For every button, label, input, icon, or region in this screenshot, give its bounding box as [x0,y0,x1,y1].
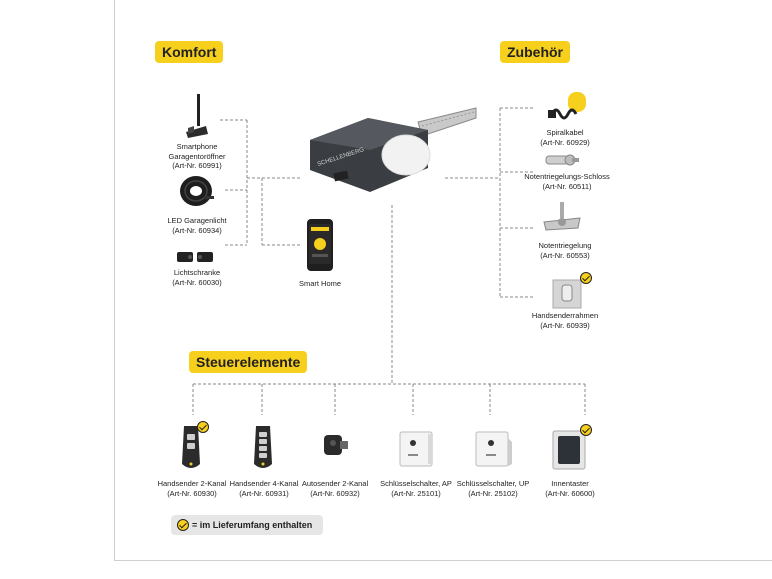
section-label-steuerelemente: Steuerelemente [189,351,308,373]
zubehoer-caption-3: Notentriegelung (Art-Nr. 60553) [530,241,600,260]
zubehoer-caption-2: Notentriegelungs-Schloss (Art-Nr. 60511) [520,172,614,191]
section-label-komfort: Komfort [155,41,224,63]
lock-cylinder-icon [545,154,579,166]
garage-door-opener-icon: SCHELLENBERG [310,107,477,192]
steuer-name-3: Autosender 2-Kanal [301,479,369,488]
remote-2-channel-icon [182,426,200,468]
steuer-caption-1: Handsender 2-Kanal (Art-Nr. 60930) [150,479,234,498]
led-strip-roll-icon [180,176,214,206]
steuer-art-1: (Art-Nr. 60930) [167,488,217,498]
steuer-art-4: (Art-Nr. 25101) [391,488,441,498]
wall-button-icon [552,430,586,470]
smart-home-label: Smart Home [298,279,342,288]
frame-left-border [114,0,115,561]
zubehoer-art-3: (Art-Nr. 60553) [540,250,590,260]
steuer-caption-3: Autosender 2-Kanal (Art-Nr. 60932) [293,479,377,498]
zubehoer-art-4: (Art-Nr. 60939) [540,320,590,330]
komfort-caption-3: Lichtschranke (Art-Nr. 60030) [162,268,232,287]
steuer-caption-6: Innentaster (Art-Nr. 60600) [530,479,610,498]
smartphone-app-icon [307,219,333,271]
zubehoer-art-2: (Art-Nr. 60511) [542,181,592,191]
zubehoer-caption-4: Handsenderrahmen (Art-Nr. 60939) [525,311,605,330]
included-check-icon [580,424,592,436]
emergency-release-icon [543,202,581,231]
included-check-icon [580,272,592,284]
steuer-name-6: Innentaster [551,479,589,488]
remote-holder-icon [552,279,582,309]
section-label-zubehoer: Zubehör [500,41,570,63]
steuer-name-1: Handsender 2-Kanal [157,479,227,488]
legend-box: = im Lieferumfang enthalten [171,515,323,535]
zubehoer-name-4: Handsenderrahmen [531,311,599,320]
komfort-caption-1: Smartphone Garagentoröffner (Art-Nr. 609… [162,142,232,171]
zubehoer-name-1: Spiralkabel [546,128,584,137]
check-icon [177,519,189,531]
frame-bottom-border [114,560,772,561]
komfort-caption-2: LED Garagenlicht (Art-Nr. 60934) [162,216,232,235]
remote-4-channel-icon [254,426,272,468]
komfort-name-1b: Garagentoröffner [168,151,226,161]
steuer-name-2: Handsender 4-Kanal [229,479,299,488]
steuer-caption-5: Schlüsselschalter, UP (Art-Nr. 25102) [450,479,536,498]
legend-text: = im Lieferumfang enthalten [192,520,313,530]
spiral-cable-icon [548,92,586,120]
komfort-name-2: LED Garagenlicht [167,216,227,225]
wifi-antenna-icon [186,94,208,138]
steuer-art-3: (Art-Nr. 60932) [310,488,360,498]
komfort-name-1a: Smartphone [176,142,218,151]
key-switch-surface-icon [399,431,433,467]
komfort-name-3: Lichtschranke [173,268,221,277]
steuer-name-5: Schlüsselschalter, UP [456,479,530,488]
steuer-caption-2: Handsender 4-Kanal (Art-Nr. 60931) [222,479,306,498]
steuer-caption-4: Schlüsselschalter, AP (Art-Nr. 25101) [373,479,459,498]
zubehoer-name-3: Notentriegelung [538,241,592,250]
steuer-art-5: (Art-Nr. 25102) [468,488,518,498]
steuer-name-4: Schlüsselschalter, AP [380,479,452,488]
light-barrier-icon [177,252,213,262]
zubehoer-name-2: Notentriegelungs-Schloss [524,172,610,181]
included-check-icon [197,421,209,433]
steuer-art-2: (Art-Nr. 60931) [239,488,289,498]
steuer-art-6: (Art-Nr. 60600) [545,488,595,498]
komfort-art-1: (Art-Nr. 60991) [172,161,222,170]
key-switch-flush-icon [475,431,512,467]
komfort-art-2: (Art-Nr. 60934) [172,225,222,235]
komfort-art-3: (Art-Nr. 60030) [172,277,222,287]
zubehoer-art-1: (Art-Nr. 60929) [540,137,590,147]
car-transmitter-icon [324,435,348,455]
zubehoer-caption-1: Spiralkabel (Art-Nr. 60929) [530,128,600,147]
